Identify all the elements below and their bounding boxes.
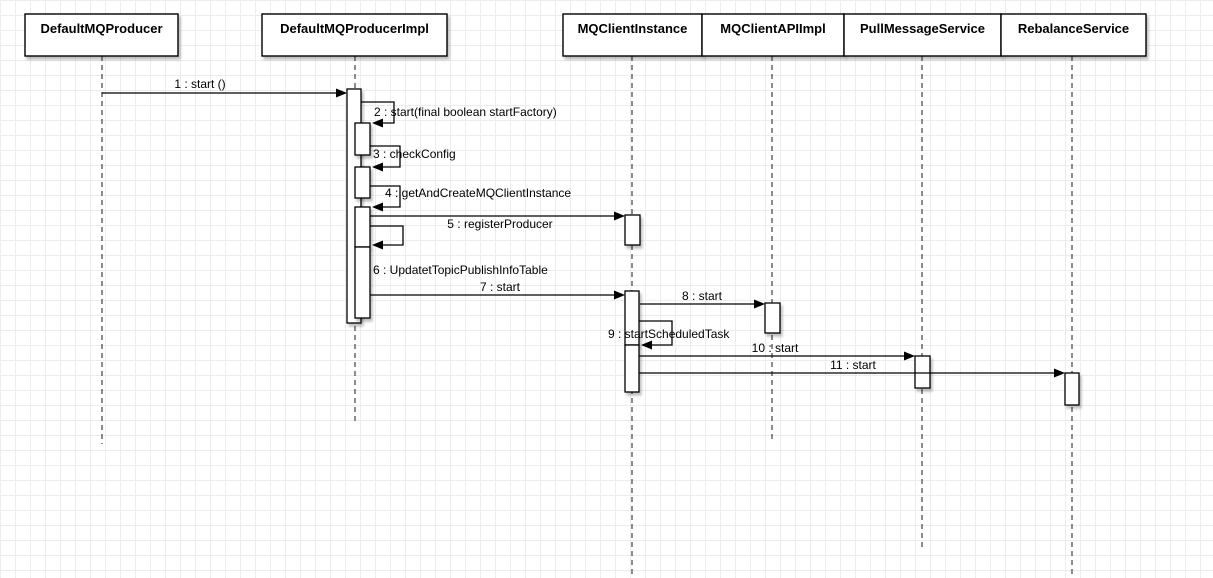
message-5: 5 : registerProducer [370,211,625,231]
self-message-line [370,145,401,168]
participant-box [261,13,448,57]
arrowhead-icon [372,118,383,128]
activation-bar-defaultmqproducerimpl [354,206,371,248]
message-3: 3 : checkConfig [370,145,456,172]
participant-box [24,13,179,57]
message-label: 9 : startScheduledTask [608,327,730,341]
message-10: 10 : start [639,341,915,361]
message-label: 2 : start(final boolean startFactory) [374,105,557,119]
participant-name: MQClientInstance [578,21,688,36]
message-6: 6 : UpdatetTopicPublishInfoTable [370,225,548,277]
activation-bar-mqclientinstance [624,214,641,246]
activation-bar-defaultmqproducerimpl [354,122,371,156]
message-label: 7 : start [480,280,521,294]
self-message-line [639,320,673,346]
self-message-line [370,185,401,208]
participant-name: PullMessageService [860,21,985,36]
arrowhead-icon [372,202,383,212]
message-label: 11 : start [830,358,876,372]
message-label: 8 : start [682,289,723,303]
message-label: 5 : registerProducer [447,217,552,231]
participant-box [701,13,845,57]
participant-name: DefaultMQProducer [40,21,162,36]
participant-defaultmqproducerimpl: DefaultMQProducerImpl [261,13,448,57]
message-label: 6 : UpdatetTopicPublishInfoTable [373,263,548,277]
message-11: 11 : start [639,358,1065,378]
participant-pullmessageservice: PullMessageService [843,13,1002,57]
participant-box [1000,13,1147,57]
participant-mqclientinstance: MQClientInstance [562,13,703,57]
arrowhead-icon [372,240,383,250]
arrowhead-icon [754,299,765,309]
self-message-line [370,225,404,246]
message-2: 2 : start(final boolean startFactory) [361,101,557,128]
message-8: 8 : start [640,289,765,309]
activation-bar-defaultmqproducerimpl [354,166,371,199]
message-1: 1 : start () [102,77,347,98]
arrowhead-icon [336,88,347,98]
activation-bar-defaultmqproducerimpl [354,246,371,319]
message-4: 4 : getAndCreateMQClientInstance [370,185,571,212]
arrowhead-icon [641,340,652,350]
message-label: 4 : getAndCreateMQClientInstance [385,186,571,200]
activation-bar-pullmessageservice [914,355,931,389]
arrowhead-icon [614,211,625,221]
activation-bar-mqclientinstance [624,344,640,393]
message-label: 10 : start [752,341,799,355]
arrowhead-icon [372,162,383,172]
activation-bar-rebalanceservice [1064,372,1080,406]
participant-mqclientapiimpl: MQClientAPIImpl [701,13,845,57]
participant-box [562,13,703,57]
message-label: 3 : checkConfig [373,147,456,161]
arrowhead-icon [614,290,625,300]
arrowhead-icon [904,351,915,361]
message-label: 1 : start () [174,77,225,91]
self-message-line [361,101,395,124]
participant-name: DefaultMQProducerImpl [280,21,429,36]
message-9: 9 : startScheduledTask [608,320,730,350]
participant-rebalanceservice: RebalanceService [1000,13,1147,57]
participant-defaultmqproducer: DefaultMQProducer [24,13,179,57]
participant-name: MQClientAPIImpl [720,21,825,36]
activation-bar-mqclientapiimpl [764,302,781,334]
arrowhead-icon [1054,368,1065,378]
participant-name: RebalanceService [1018,21,1129,36]
message-7: 7 : start [370,280,625,300]
